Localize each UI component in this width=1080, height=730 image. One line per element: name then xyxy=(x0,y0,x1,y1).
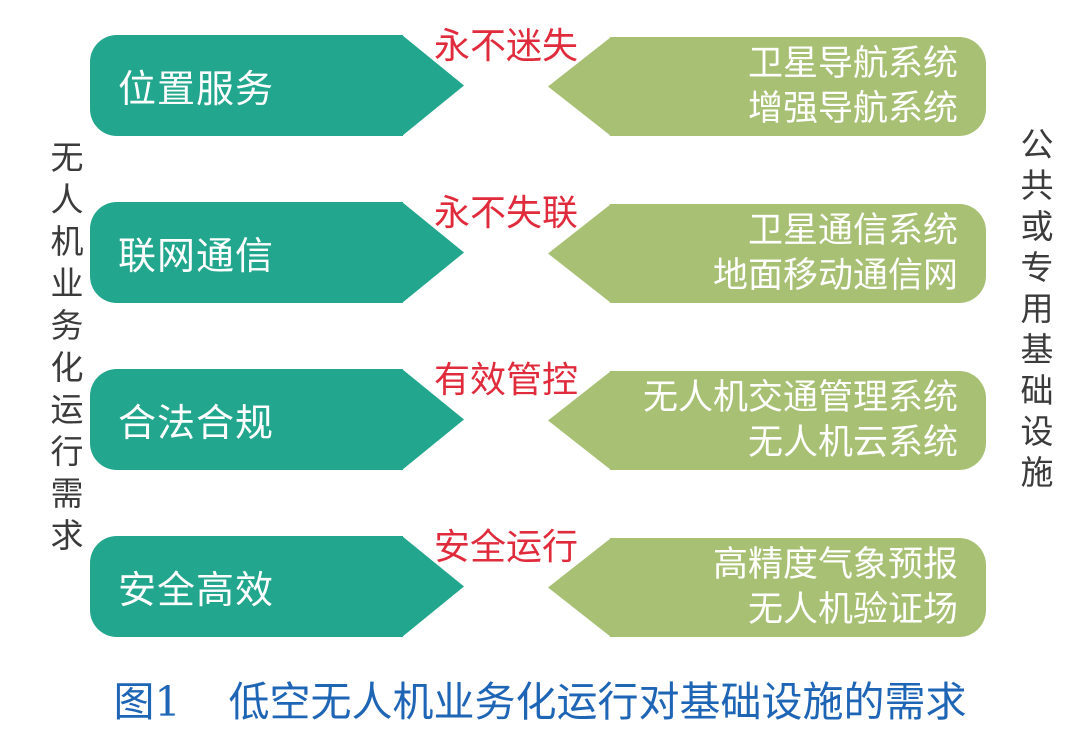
requirement-arrow: 安全高效 xyxy=(90,536,403,637)
infrastructure-arrow: 无人机交通管理系统 无人机云系统 xyxy=(610,371,986,470)
right-axis-label: 公共或专用基础设施 xyxy=(1015,127,1054,496)
requirement-label: 位置服务 xyxy=(118,67,275,111)
requirement-arrow: 合法合规 xyxy=(90,369,403,470)
infrastructure-item: 增强导航系统 xyxy=(747,88,958,129)
goal-label: 永不失联 xyxy=(433,193,578,234)
left-axis-label: 无人机业务化运行需求 xyxy=(45,140,84,560)
diagram-row-safe-efficient: 安全高效 安全运行 高精度气象预报 无人机验证场 xyxy=(0,527,1080,703)
infrastructure-arrow: 卫星通信系统 地面移动通信网 xyxy=(610,204,986,303)
infrastructure-item: 无人机云系统 xyxy=(747,422,958,463)
diagram-row-network-communication: 联网通信 永不失联 卫星通信系统 地面移动通信网 xyxy=(0,193,1080,369)
diagram-row-legal-compliance: 合法合规 有效管控 无人机交通管理系统 无人机云系统 xyxy=(0,360,1080,536)
figure-caption-number: 图1 xyxy=(113,678,181,726)
diagram-row-location-service: 位置服务 永不迷失 卫星导航系统 增强导航系统 xyxy=(0,26,1080,202)
figure-caption: 图1 低空无人机业务化运行对基础设施的需求 xyxy=(0,668,1080,728)
requirement-label: 安全高效 xyxy=(118,568,275,612)
infrastructure-arrow: 高精度气象预报 无人机验证场 xyxy=(610,538,986,637)
infrastructure-item: 卫星通信系统 xyxy=(747,210,958,251)
figure-caption-text: 低空无人机业务化运行对基础设施的需求 xyxy=(228,678,967,726)
infrastructure-arrow: 卫星导航系统 增强导航系统 xyxy=(610,37,986,136)
infrastructure-item: 高精度气象预报 xyxy=(712,544,958,585)
goal-label: 有效管控 xyxy=(433,360,578,401)
requirement-label: 合法合规 xyxy=(118,401,275,445)
infrastructure-item: 无人机验证场 xyxy=(747,589,958,630)
goal-label: 安全运行 xyxy=(433,527,578,568)
requirement-arrow: 位置服务 xyxy=(90,35,403,136)
infrastructure-item: 卫星导航系统 xyxy=(747,43,958,84)
infrastructure-item: 地面移动通信网 xyxy=(712,255,958,296)
requirement-arrow: 联网通信 xyxy=(90,202,403,303)
goal-label: 永不迷失 xyxy=(433,26,578,67)
requirement-label: 联网通信 xyxy=(118,234,275,278)
infrastructure-item: 无人机交通管理系统 xyxy=(642,377,958,418)
